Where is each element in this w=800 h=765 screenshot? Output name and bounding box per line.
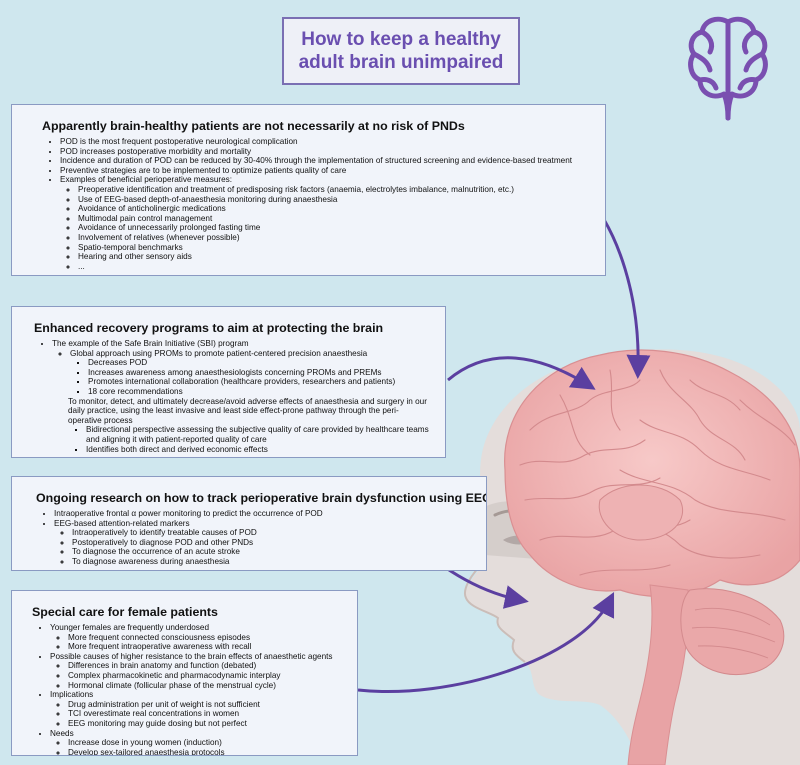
panel-eeg-research: Ongoing research on how to track periope… [11, 476, 487, 571]
list-item: Develop sex-tailored anaesthesia protoco… [68, 748, 343, 755]
list-item: Intraoperatively to identify treatable c… [72, 528, 472, 538]
list-item: Promotes international collaboration (he… [88, 377, 431, 387]
list-item-label: Implications [50, 690, 94, 700]
list-item: Hearing and other sensory aids [78, 252, 591, 262]
list-item: EEG monitoring may guide dosing but not … [68, 719, 343, 729]
list-item: Spatio-temporal benchmarks [78, 243, 591, 253]
list-item-label: Examples of beneficial perioperative mea… [60, 175, 233, 185]
panel-female-patients: Special care for female patients Younger… [11, 590, 358, 756]
thalamus [598, 484, 683, 541]
list-item-label: Global approach using PROMs to promote p… [70, 348, 368, 358]
list-item: Examples of beneficial perioperative mea… [60, 175, 591, 271]
arrow-4 [357, 591, 615, 694]
brain-outline-icon [688, 16, 768, 121]
list-item: Global approach using PROMs to promote p… [70, 349, 431, 397]
list-item: More frequent connected consciousness ep… [68, 633, 343, 643]
list-item-label: Possible causes of higher resistance to … [50, 651, 333, 661]
list-item: Hormonal climate (follicular phase of th… [68, 681, 343, 691]
panel-enhanced-recovery: Enhanced recovery programs to aim at pro… [11, 306, 446, 458]
cerebellum-folds [691, 607, 776, 659]
list-item: Preoperative identification and treatmen… [78, 185, 591, 195]
list-item: Involvement of relatives (whenever possi… [78, 233, 591, 243]
cerebellum [680, 588, 785, 675]
list-item: EEG-based attention-related markers Intr… [54, 519, 472, 567]
list-item: POD is the most frequent postoperative n… [60, 137, 591, 147]
panel-2-list: The example of the Safe Brain Initiative… [34, 339, 431, 454]
panel-brain-healthy-risk: Apparently brain-healthy patients are no… [11, 104, 606, 276]
list-item: Differences in brain anatomy and functio… [68, 661, 343, 671]
list-item: Younger females are frequently underdose… [50, 623, 343, 652]
list-item: Incidence and duration of POD can be red… [60, 156, 591, 166]
list-item: The example of the Safe Brain Initiative… [52, 339, 431, 454]
panel-2-sublist: Global approach using PROMs to promote p… [52, 349, 431, 455]
list-item: POD increases postoperative morbidity an… [60, 147, 591, 157]
list-item: More frequent intraoperative awareness w… [68, 642, 343, 652]
panel-3-sublist: Intraoperatively to identify treatable c… [54, 528, 472, 566]
list-item: Complex pharmacokinetic and pharmacodyna… [68, 671, 343, 681]
panel-4-list: Younger females are frequently underdose… [32, 623, 343, 755]
panel-1-sublist: Preoperative identification and treatmen… [60, 185, 591, 271]
cerebrum [504, 349, 800, 598]
list-item: Postoperatively to diagnose POD and othe… [72, 538, 472, 548]
list-item-label: Younger females are frequently underdose… [50, 623, 210, 632]
human-head-brain-illustration [464, 349, 800, 765]
face-shadow [464, 559, 526, 663]
list-item: Preventive strategies are to be implemen… [60, 166, 591, 176]
panel-2-subsublist-b: Bidirectional perspective assessing the … [68, 425, 431, 454]
list-item: Use of EEG-based depth-of-anaesthesia mo… [78, 195, 591, 205]
list-item: To diagnose the occurrence of an acute s… [72, 547, 472, 557]
panel-2-heading: Enhanced recovery programs to aim at pro… [34, 321, 384, 335]
title-line-2: adult brain unimpaired [298, 52, 504, 73]
arrow-2 [447, 356, 596, 390]
list-item: ... [78, 262, 591, 272]
list-item-label: Needs [50, 728, 74, 738]
list-item: 18 core recommendations [88, 387, 431, 397]
title-box: How to keep a healthy adult brain unimpa… [282, 17, 520, 85]
list-item: Multimodal pain control management [78, 214, 591, 224]
panel-4-sublist: Differences in brain anatomy and functio… [50, 661, 343, 690]
panel-1-heading: Apparently brain-healthy patients are no… [42, 119, 465, 133]
list-item: Bidirectional perspective assessing the … [86, 425, 431, 444]
list-item: Decreases POD [88, 358, 431, 368]
panel-1-list: POD is the most frequent postoperative n… [42, 137, 591, 271]
panel-2-subsublist-a: Decreases POD Increases awareness among … [70, 358, 431, 396]
panel-4-heading: Special care for female patients [32, 605, 218, 619]
panel-3-list: Intraoperative frontal α power monitorin… [36, 509, 472, 567]
list-item: Intraoperative frontal α power monitorin… [54, 509, 472, 519]
list-item: To diagnose awareness during anaesthesia [72, 557, 472, 567]
list-item: Increase dose in young women (induction) [68, 738, 343, 748]
list-item: To monitor, detect, and ultimately decre… [68, 397, 431, 455]
list-item: Avoidance of anticholinergic medications [78, 204, 591, 214]
brainstem [627, 584, 689, 765]
list-item: Possible causes of higher resistance to … [50, 652, 343, 690]
list-item: Needs Increase dose in young women (indu… [50, 728, 343, 755]
list-item: Identifies both direct and derived econo… [86, 445, 431, 455]
panel-4-sublist: Drug administration per unit of weight i… [50, 700, 343, 729]
panel-4-sublist: More frequent connected consciousness ep… [50, 633, 343, 652]
list-item: Implications Drug administration per uni… [50, 690, 343, 728]
list-item: Drug administration per unit of weight i… [68, 700, 343, 710]
list-item: TCI overestimate real concentrations in … [68, 709, 343, 719]
list-item-label: To monitor, detect, and ultimately decre… [68, 396, 427, 425]
list-item-label: EEG-based attention-related markers [54, 518, 190, 528]
list-item: Increases awareness among anaesthesiolog… [88, 368, 431, 378]
panel-3-heading: Ongoing research on how to track periope… [36, 491, 487, 505]
list-item: Avoidance of unnecessarily prolonged fas… [78, 223, 591, 233]
panel-4-sublist: Increase dose in young women (induction)… [50, 738, 343, 755]
title-line-1: How to keep a healthy [301, 29, 501, 50]
list-item-label: The example of the Safe Brain Initiative… [52, 339, 249, 348]
